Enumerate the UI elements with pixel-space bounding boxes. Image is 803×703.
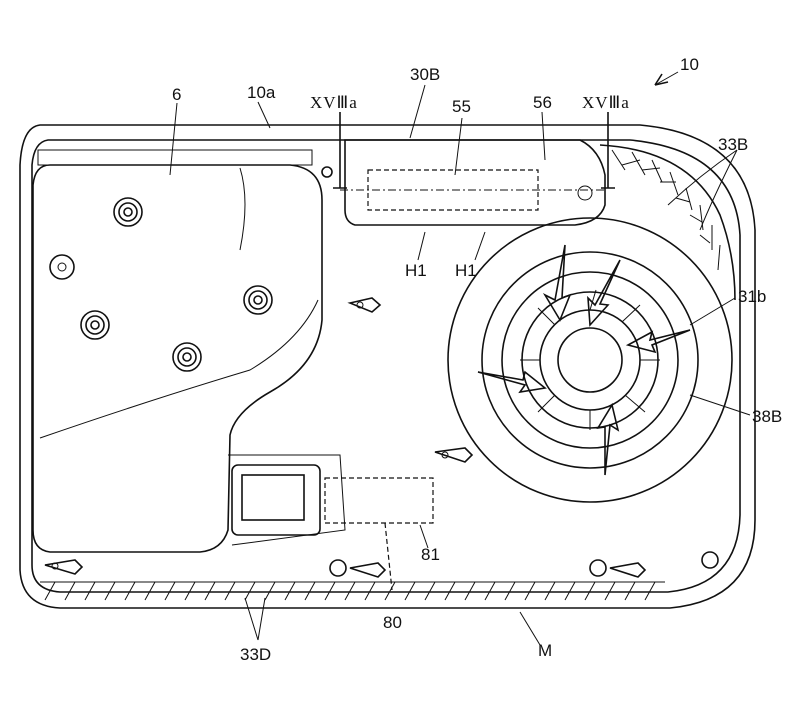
duct-cover-56 [345, 140, 605, 225]
connector-window [242, 475, 304, 520]
leader-56 [542, 112, 545, 160]
fan-housing [448, 218, 732, 502]
section-mark-right [601, 112, 615, 188]
label-vent-top: 30B [410, 65, 440, 84]
leader-38B [690, 395, 750, 415]
label-marker: M [538, 641, 552, 660]
bolt [81, 311, 109, 339]
leader-55 [455, 118, 462, 175]
panel-6-top-rail [38, 150, 312, 165]
peg [435, 448, 472, 462]
label-fan-part: 38B [752, 407, 782, 426]
leader-M [520, 612, 540, 645]
fan-blades [520, 290, 660, 430]
label-opening: 80 [383, 613, 402, 632]
leader-10a [258, 102, 270, 128]
leader-30B [410, 85, 425, 138]
bolt [244, 286, 272, 314]
leader-H1-left [418, 232, 425, 260]
region-81-box [325, 478, 433, 523]
label-section-right: XVⅢa [582, 93, 630, 112]
bolt [114, 198, 142, 226]
peg [330, 560, 385, 577]
label-holder-left: H1 [405, 261, 427, 280]
leader-H1-right [475, 232, 485, 260]
fins-33D [40, 582, 665, 600]
fan-ring-1 [482, 252, 698, 468]
label-section-left: XVⅢa [310, 93, 358, 112]
panel-6-crease-2 [240, 168, 245, 250]
label-outer-wall: 10a [247, 83, 276, 102]
opening-80-line [385, 523, 392, 590]
peg [590, 560, 645, 577]
arrow-10-head [655, 74, 668, 85]
label-fins-bottom: 33D [240, 645, 271, 664]
housing-inner-outline [32, 140, 740, 592]
connector-housing [228, 455, 345, 545]
label-holder-right: H1 [455, 261, 477, 280]
screw-small [702, 552, 718, 568]
screw [50, 255, 74, 279]
label-cover: 56 [533, 93, 552, 112]
label-fan-edge: 31b [738, 287, 766, 306]
fan-hub [558, 328, 622, 392]
screw-small [322, 167, 332, 177]
leader-33D [245, 598, 265, 640]
peg [45, 560, 82, 574]
peg [350, 298, 380, 312]
label-panel: 6 [172, 85, 181, 104]
label-duct: 55 [452, 97, 471, 116]
leader-31b [690, 298, 735, 325]
label-fins-right: 33B [718, 135, 748, 154]
duct-port [578, 186, 592, 200]
label-rect-region: 81 [421, 545, 440, 564]
bolt [173, 343, 201, 371]
label-device: 10 [680, 55, 699, 74]
